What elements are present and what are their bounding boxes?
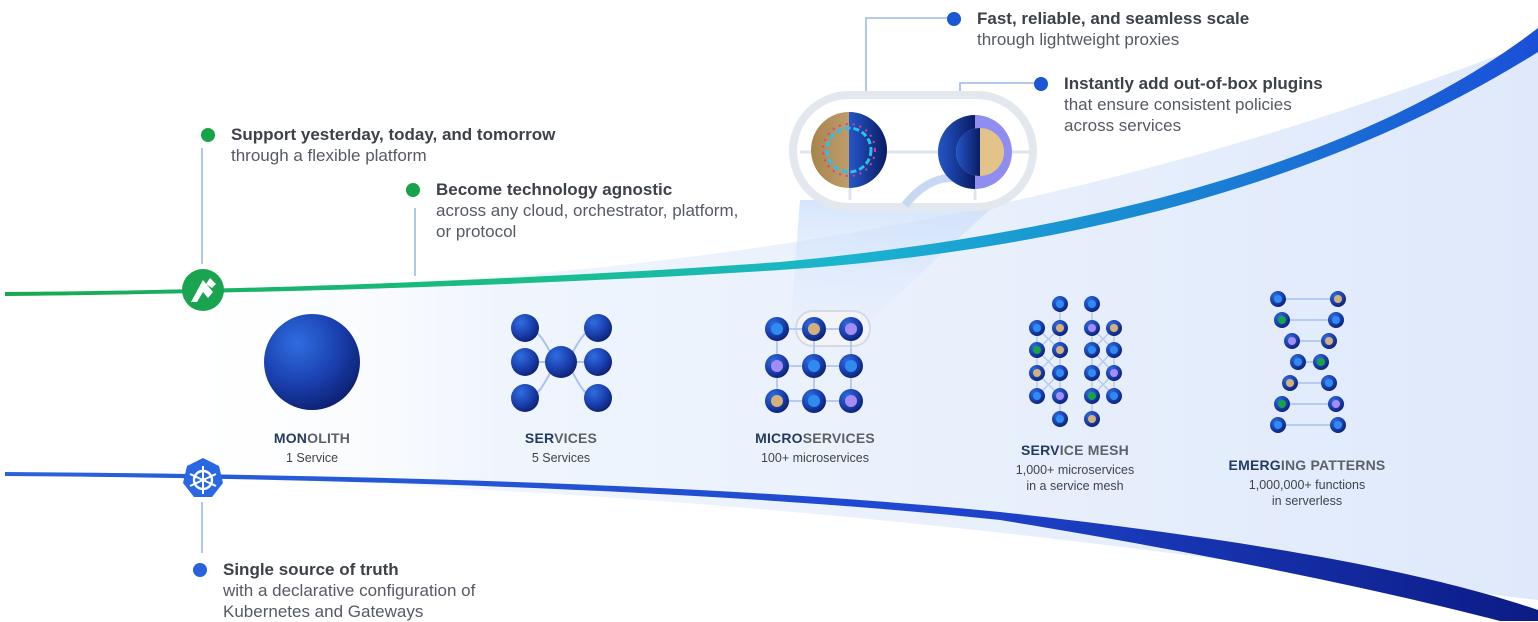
callout-plugins-body-1: that ensure consistent policies <box>1064 95 1292 114</box>
stage-sub-2: in a service mesh <box>1026 479 1124 493</box>
callout-truth: Single source of truth with a declarativ… <box>193 559 476 622</box>
callout-agnostic: Become technology agnostic across any cl… <box>406 179 739 242</box>
callout-support-title: Support yesterday, today, and tomorrow <box>231 125 556 144</box>
kong-logo-icon <box>182 269 224 311</box>
bottom-growth-curve <box>5 472 1538 621</box>
stage-label: EMERGING PATTERNS <box>1228 457 1386 473</box>
stage-sub-1: 1,000,000+ functions <box>1248 478 1366 492</box>
microservices-grid <box>765 310 871 413</box>
callout-scale-title: Fast, reliable, and seamless scale <box>977 9 1250 28</box>
stage-label: MICROSERVICES <box>755 430 875 446</box>
proxy-node-right <box>938 115 1012 189</box>
callout-agnostic-body-2: or protocol <box>436 222 517 241</box>
stage-sub-1: 100+ microservices <box>760 451 870 465</box>
services-cluster <box>511 314 612 412</box>
stage-services: SERVICES 5 Services <box>451 430 671 466</box>
stage-sub-1: 5 Services <box>531 451 591 465</box>
stage-sub-1: 1 Service <box>285 451 339 465</box>
stage-sub-2: in serverless <box>1271 494 1343 508</box>
callout-plugins-title: Instantly add out-of-box plugins <box>1064 74 1323 93</box>
callout-truth-title: Single source of truth <box>223 560 399 579</box>
stage-sub-1: 1,000+ microservices <box>1015 463 1135 477</box>
bullet-dot <box>947 12 961 26</box>
bullet-dot <box>193 563 207 577</box>
callout-support-body: through a flexible platform <box>231 146 427 165</box>
stage-emerging-patterns: EMERGING PATTERNS 1,000,000+ functions i… <box>1197 457 1417 509</box>
stage-monolith: MONOLITH 1 Service <box>202 430 422 466</box>
monolith-node <box>264 314 360 410</box>
callout-plugins-body-2: across services <box>1064 116 1182 135</box>
bullet-dot <box>1034 77 1048 91</box>
stage-microservices: MICROSERVICES 100+ microservices <box>705 430 925 466</box>
callout-truth-body-1: with a declarative configuration of <box>223 581 476 600</box>
emerging-patterns-pairs <box>1270 291 1346 433</box>
callout-plugins: Instantly add out-of-box plugins that en… <box>1034 73 1323 136</box>
service-mesh-grid <box>1029 296 1122 427</box>
callout-agnostic-title: Become technology agnostic <box>436 180 673 199</box>
callout-scale: Fast, reliable, and seamless scale throu… <box>947 8 1250 50</box>
proxy-node-left <box>811 112 887 188</box>
stage-service-mesh: SERVICE MESH 1,000+ microservices in a s… <box>965 442 1185 494</box>
callout-support: Support yesterday, today, and tomorrow t… <box>201 124 556 166</box>
stage-label: SERVICES <box>524 430 598 446</box>
callout-agnostic-body-1: across any cloud, orchestrator, platform… <box>436 201 739 220</box>
kubernetes-helm-icon <box>183 458 223 497</box>
callout-truth-body-2: Kubernetes and Gateways <box>223 602 424 621</box>
zoom-beam <box>790 200 1000 330</box>
bullet-dot <box>201 128 215 142</box>
stage-label: SERVICE MESH <box>1021 442 1129 458</box>
stage-label: MONOLITH <box>273 430 351 446</box>
bullet-dot <box>406 183 420 197</box>
callout-scale-body: through lightweight proxies <box>977 30 1180 49</box>
